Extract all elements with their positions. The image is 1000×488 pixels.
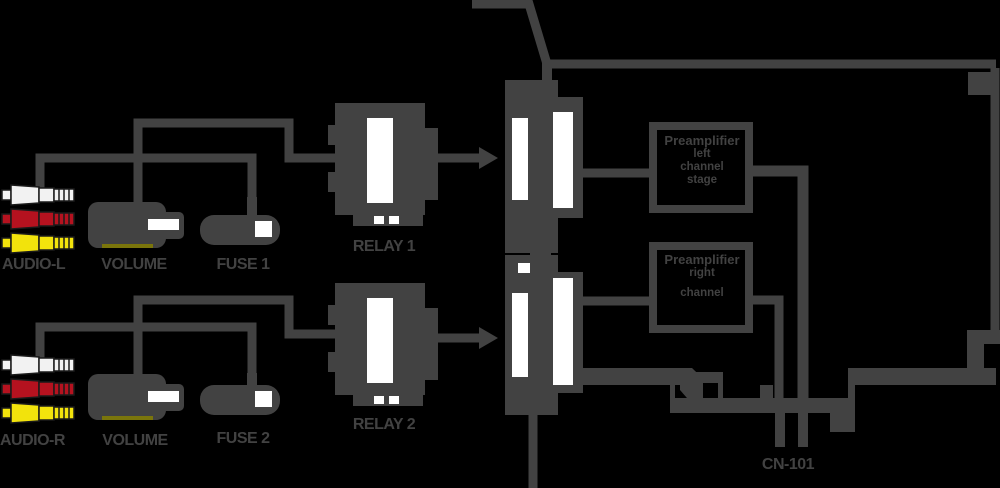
relay-window (367, 298, 393, 383)
process-box-top-line4: stage (686, 174, 718, 186)
comb-bar (670, 398, 850, 413)
switch-window-left (512, 118, 528, 200)
fuse-label-top: FUSE 1 (216, 256, 270, 273)
relay-contact-dot (389, 396, 399, 404)
relay-pin (328, 305, 337, 325)
fuse-label-bottom: FUSE 2 (216, 430, 270, 447)
arrowhead-top (479, 147, 498, 169)
knob-slot (148, 391, 179, 402)
process-box-bottom-line3: channel (680, 287, 724, 299)
rca-plug-white-icon (1, 354, 75, 376)
process-box-bottom (649, 242, 753, 333)
right-jog-vertical (967, 344, 984, 370)
process-box-top-line2: left (693, 148, 711, 160)
switch-window-right (553, 112, 573, 208)
rca-plug-red-icon (1, 378, 75, 400)
comb-tooth (760, 385, 773, 398)
input-label-bottom: AUDIO-R (0, 432, 65, 449)
wiring-bottom-channel (35, 295, 479, 386)
rca-plug-yellow-icon (1, 232, 75, 254)
rca-trio-top (1, 184, 75, 254)
fuse-bottom (200, 373, 280, 415)
connector-comb (670, 370, 850, 447)
process-box-top-line3: channel (680, 161, 724, 173)
switch-unit-bottom (505, 255, 583, 415)
rca-plug-red-icon (1, 208, 75, 230)
fuse-notch (255, 391, 272, 407)
relay-contact-dot (374, 396, 384, 404)
junction-block-top-right (968, 72, 995, 95)
switch-unit-top (505, 80, 583, 253)
wire-box-bottom-to-connector (752, 295, 784, 413)
relay-contact-dot (389, 216, 399, 224)
process-box-top-text: Preamplifier left channel stage (656, 133, 748, 187)
relay-label-bottom: RELAY 2 (352, 416, 416, 433)
switch-window-right (553, 278, 573, 385)
relay-pin (328, 172, 337, 192)
connector-label: CN-101 (761, 456, 815, 473)
wire-rca-to-fuse-top (35, 153, 257, 216)
relay-bottom (328, 283, 438, 406)
knob-top (88, 202, 184, 248)
switch-window-left (512, 293, 528, 377)
wire-top-feed (472, 0, 996, 69)
wire-knob-to-relay-bottom (133, 295, 340, 374)
knob-label-top: VOLUME (101, 256, 167, 273)
relay-pin (328, 125, 337, 145)
wire-right-return-bar (848, 368, 996, 385)
right-side-wiring (528, 165, 809, 488)
wire-rca-to-fuse-bottom (35, 322, 257, 386)
rca-trio-bottom (1, 354, 75, 424)
knob-slot (148, 219, 179, 230)
wire-switch-to-comb-bar (583, 368, 683, 385)
rca-plug-white-icon (1, 184, 75, 206)
relay-window (367, 118, 393, 203)
process-box-bottom-line2: right (689, 267, 715, 279)
comb-tooth-down (798, 413, 808, 447)
right-jog-block (967, 330, 1000, 344)
wiring-top-channel (35, 118, 479, 216)
wire-knob-to-relay-top (133, 118, 340, 204)
comb-notch (703, 383, 718, 398)
process-box-top-line1: Preamplifier (664, 133, 740, 148)
top-right-routing (472, 0, 1000, 432)
wire-box-top-to-connector (752, 165, 809, 413)
input-label-top: AUDIO-L (2, 256, 66, 273)
comb-tooth-down (775, 413, 785, 447)
knob-label-bottom: VOLUME (102, 432, 168, 449)
knob-bottom (88, 374, 184, 420)
arrowhead-bottom (479, 327, 498, 349)
knob-accent-line (102, 244, 153, 248)
fuse-notch (255, 221, 272, 237)
relay-pin (328, 352, 337, 372)
switch-notch (518, 263, 530, 273)
process-box-top (649, 122, 753, 213)
relay-contact-dot (374, 216, 384, 224)
relay-label-top: RELAY 1 (352, 238, 416, 255)
process-box-bottom-line1: Preamplifier (664, 252, 740, 267)
fuse-top (200, 197, 280, 245)
process-box-bottom-text: Preamplifier right channel (656, 252, 748, 300)
switch-link-stub (530, 238, 551, 258)
relay-top (328, 103, 438, 226)
knob-accent-line (102, 416, 153, 420)
rca-plug-yellow-icon (1, 402, 75, 424)
comb-left-pin (670, 370, 675, 403)
